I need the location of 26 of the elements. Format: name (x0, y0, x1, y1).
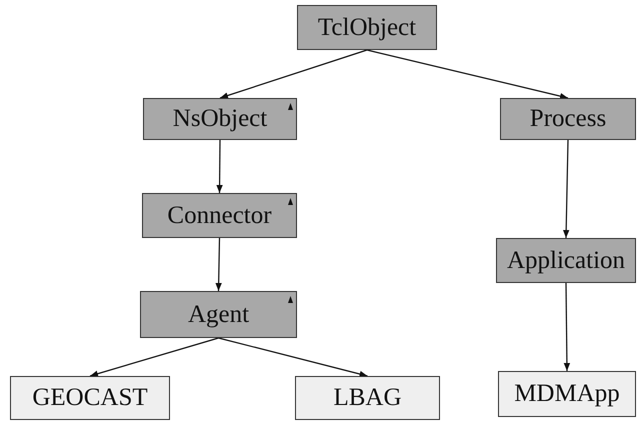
arrow (215, 238, 222, 292)
class-box (142, 193, 297, 238)
class-box (498, 371, 636, 417)
class-name: Process (530, 105, 606, 133)
class-name: Agent (188, 300, 250, 328)
class-box (140, 291, 297, 338)
class-name: TclObject (318, 14, 416, 42)
class-name: MDMApp (514, 380, 620, 408)
arrow (564, 283, 570, 371)
arrow (366, 49, 568, 100)
class-name: GEOCAST (32, 384, 148, 412)
arrow (220, 49, 368, 99)
arrow (218, 337, 368, 378)
class-box (297, 5, 437, 50)
class-box (500, 98, 636, 140)
class-box (295, 376, 440, 420)
arrow (90, 337, 219, 377)
class-box (143, 98, 297, 140)
class-box (10, 376, 170, 420)
class-name: NsObject (172, 105, 268, 133)
arrow (216, 140, 223, 193)
class-name: Application (506, 246, 626, 274)
class-name: LBAG (333, 384, 402, 412)
class-name: Connector (167, 202, 272, 230)
class-box (496, 238, 636, 283)
arrow (562, 140, 570, 238)
